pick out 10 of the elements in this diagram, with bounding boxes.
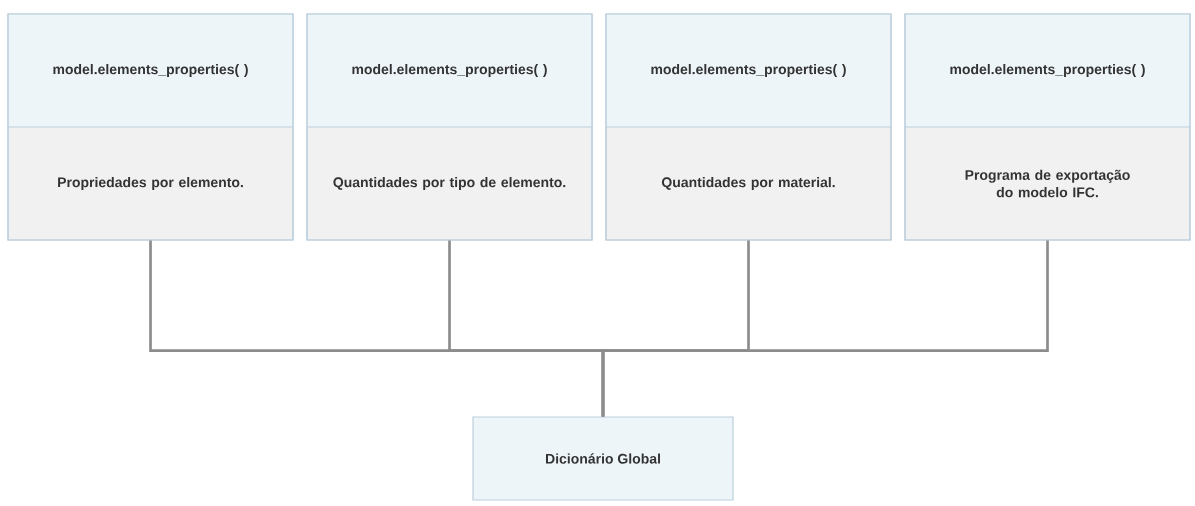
result-box: Dicionário Global — [472, 416, 734, 501]
connector-line — [601, 240, 1049, 417]
card-heading: model.elements_properties( ) — [352, 63, 547, 77]
card-text: Quantidades por material. — [661, 176, 835, 190]
card-text: Quantidades por tipo de elemento. — [333, 176, 566, 190]
card-text: Programa de exportação do modelo IFC. — [965, 169, 1130, 198]
card-heading: model.elements_properties( ) — [53, 63, 248, 77]
card-text: Propriedades por elemento. — [58, 176, 243, 190]
card-heading: model.elements_properties( ) — [651, 63, 846, 77]
card-heading: model.elements_properties( ) — [950, 63, 1145, 77]
